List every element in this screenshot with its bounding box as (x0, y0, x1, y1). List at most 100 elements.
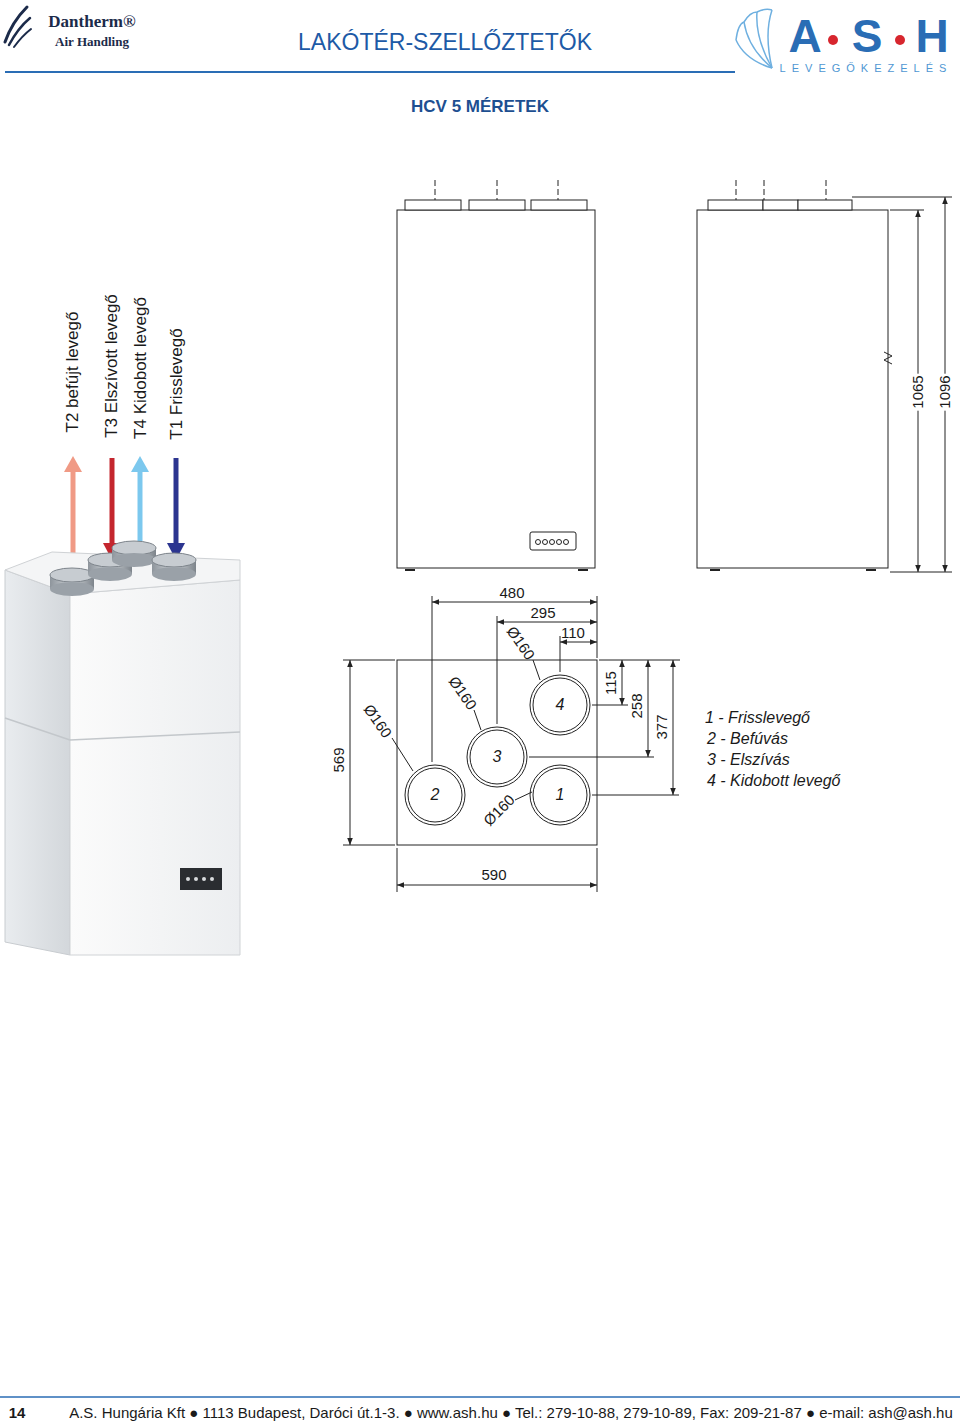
drawing-line (622, 660, 623, 705)
drawing-circle (550, 540, 555, 545)
drawing-line (432, 602, 597, 603)
section-heading: HCV 5 MÉRETEK (411, 97, 549, 117)
flow-label: T3 Elszívott levegő (102, 294, 122, 438)
header-rule (5, 71, 735, 73)
drawing-path (884, 352, 892, 364)
port-circle: 4 (529, 674, 591, 736)
port-ring (405, 765, 465, 825)
dimension-value: 115 (602, 671, 619, 695)
port-circle: 3 (466, 726, 528, 788)
port-circle: 2 (404, 764, 466, 826)
brand-name: Dantherm® (48, 12, 135, 32)
drawing-circle (557, 540, 562, 545)
drawing-polygon (70, 580, 240, 955)
logo-letter: A (788, 10, 821, 63)
drawing-circle (564, 540, 569, 545)
drawing-line (432, 596, 433, 762)
port-ring (467, 727, 527, 787)
brand-subtitle: Air Handling (55, 35, 129, 50)
drawing-ellipse (88, 567, 132, 581)
dimension-value: 377 (653, 714, 670, 739)
dimension-value: 480 (499, 584, 524, 601)
footer-contact: A.S. Hungária Kft ● 1113 Budapest, Daróc… (69, 1404, 953, 1421)
drawing-polygon (131, 456, 149, 472)
drawing-circle (210, 877, 214, 881)
port-ring (530, 765, 590, 825)
footer-rule (0, 1396, 960, 1398)
dimension-value: 1065 (909, 373, 926, 410)
unit-illustration (5, 541, 240, 955)
dimension-value: 295 (530, 604, 555, 621)
logo-letter: S (852, 10, 883, 63)
drawing-rect (530, 532, 576, 550)
drawing-line (474, 710, 481, 730)
drawing-line (852, 197, 952, 198)
port-ring (408, 768, 462, 822)
drawing-line (826, 180, 827, 200)
logo-dot (828, 35, 838, 45)
drawing-line (578, 569, 588, 571)
drawing-line (890, 210, 924, 211)
drawing-line (673, 660, 674, 795)
drawing-rect (697, 210, 888, 568)
port-ring (533, 678, 587, 732)
port-key: 3 - Elszívás (707, 751, 790, 769)
drawing-polygon (5, 570, 70, 955)
drawing-line (174, 458, 179, 545)
port-ring (533, 768, 587, 822)
drawing-line (592, 705, 628, 706)
drawing-circle (543, 540, 548, 545)
page-number: 14 (9, 1404, 26, 1421)
dantherm-logo-icon (5, 7, 31, 47)
drawing-line (110, 458, 115, 545)
drawing-path (768, 10, 772, 68)
drawing-line (648, 660, 649, 757)
front-view-drawing (397, 180, 595, 570)
drawing-ellipse (112, 541, 156, 555)
drawing-line (70, 732, 240, 740)
drawing-line (764, 180, 765, 200)
logo-tagline: LEVEGŐKEZELÉS (780, 62, 953, 75)
drawing-ellipse (112, 553, 156, 567)
drawing-line (529, 757, 654, 758)
drawing-line (405, 569, 415, 571)
drawing-line (497, 180, 498, 200)
dimension-value: 110 (561, 624, 585, 641)
flow-arrows (64, 456, 185, 560)
drawing-ellipse (50, 582, 94, 596)
drawing-line (597, 596, 598, 658)
drawing-line (350, 660, 351, 845)
drawing-circle (536, 540, 541, 545)
port-ring (470, 730, 524, 784)
port-number: 2 (431, 786, 440, 804)
side-view-drawing (697, 180, 952, 572)
flow-label: T1 Frisslevegő (167, 328, 187, 439)
drawing-line (736, 180, 737, 200)
port-key: 4 - Kidobott levegő (707, 772, 840, 790)
logo-dot (895, 35, 905, 45)
drawing-path (14, 29, 31, 47)
drawing-line (890, 572, 952, 573)
port-number: 4 (556, 696, 565, 714)
drawing-rect (180, 868, 222, 890)
drawing-polygon (5, 552, 240, 594)
dimension-value: 590 (481, 866, 506, 883)
drawing-circle (186, 877, 190, 881)
drawing-rect (397, 210, 595, 568)
drawing-line (497, 616, 498, 724)
drawing-line (533, 660, 540, 680)
drawing-line (592, 795, 679, 796)
drawing-rect (708, 200, 763, 210)
drawing-rect (405, 200, 461, 210)
drawing-ellipse (50, 568, 94, 582)
drawing-line (397, 885, 597, 886)
drawing-line (560, 642, 597, 643)
port-ring (530, 675, 590, 735)
ash-fan-icon (736, 9, 772, 68)
drawing-line (71, 470, 76, 560)
drawing-polygon (64, 456, 82, 472)
diameter-label: Ø160 (445, 673, 480, 713)
drawing-line (138, 470, 143, 552)
